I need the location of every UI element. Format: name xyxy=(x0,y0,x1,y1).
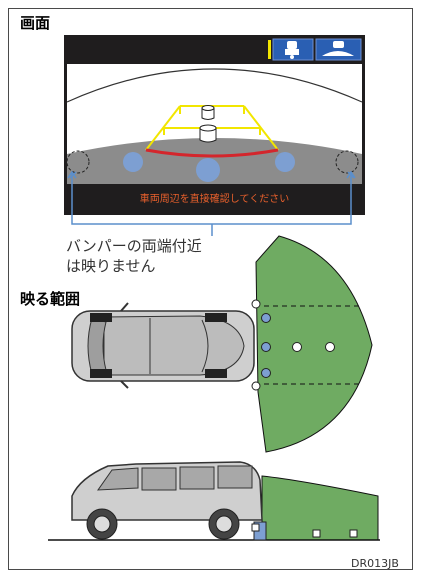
horizon-curve xyxy=(66,68,363,103)
screen-warning-text: 車両周辺を直接確認してください xyxy=(139,194,290,205)
blind-spot-marker xyxy=(335,150,359,174)
blind-spot-marker xyxy=(66,150,90,174)
manual-figure-frame xyxy=(8,8,413,570)
side-markers xyxy=(251,523,358,538)
guide-dashed-lines xyxy=(264,305,359,385)
sensor-markers xyxy=(251,299,335,391)
bumper-sensor-icon xyxy=(196,158,220,182)
bumper-sensor-icon xyxy=(123,152,143,172)
display-screen xyxy=(64,35,365,215)
vehicle-side-view xyxy=(71,461,267,541)
distance-guide-red xyxy=(145,148,279,158)
figure-code: DR013JB xyxy=(351,557,399,570)
section-title-range: 映る範囲 xyxy=(20,290,81,308)
camera-range-area xyxy=(255,235,373,453)
coverage-top-view xyxy=(71,235,373,453)
camera-range-side xyxy=(261,475,379,541)
callout-line-1: バンパーの両端付近 xyxy=(66,237,202,255)
callout-lines xyxy=(69,171,355,236)
bumper-sensor-icon xyxy=(275,152,295,172)
section-title-screen: 画面 xyxy=(20,14,51,32)
blind-spot-callout: バンパーの両端付近 は映りません xyxy=(66,236,202,276)
vehicle-top-view xyxy=(71,302,255,389)
cone-icons xyxy=(199,105,217,143)
callout-line-2: は映りません xyxy=(66,257,156,275)
coverage-side-view xyxy=(48,461,380,541)
toolbar-divider xyxy=(268,40,271,59)
